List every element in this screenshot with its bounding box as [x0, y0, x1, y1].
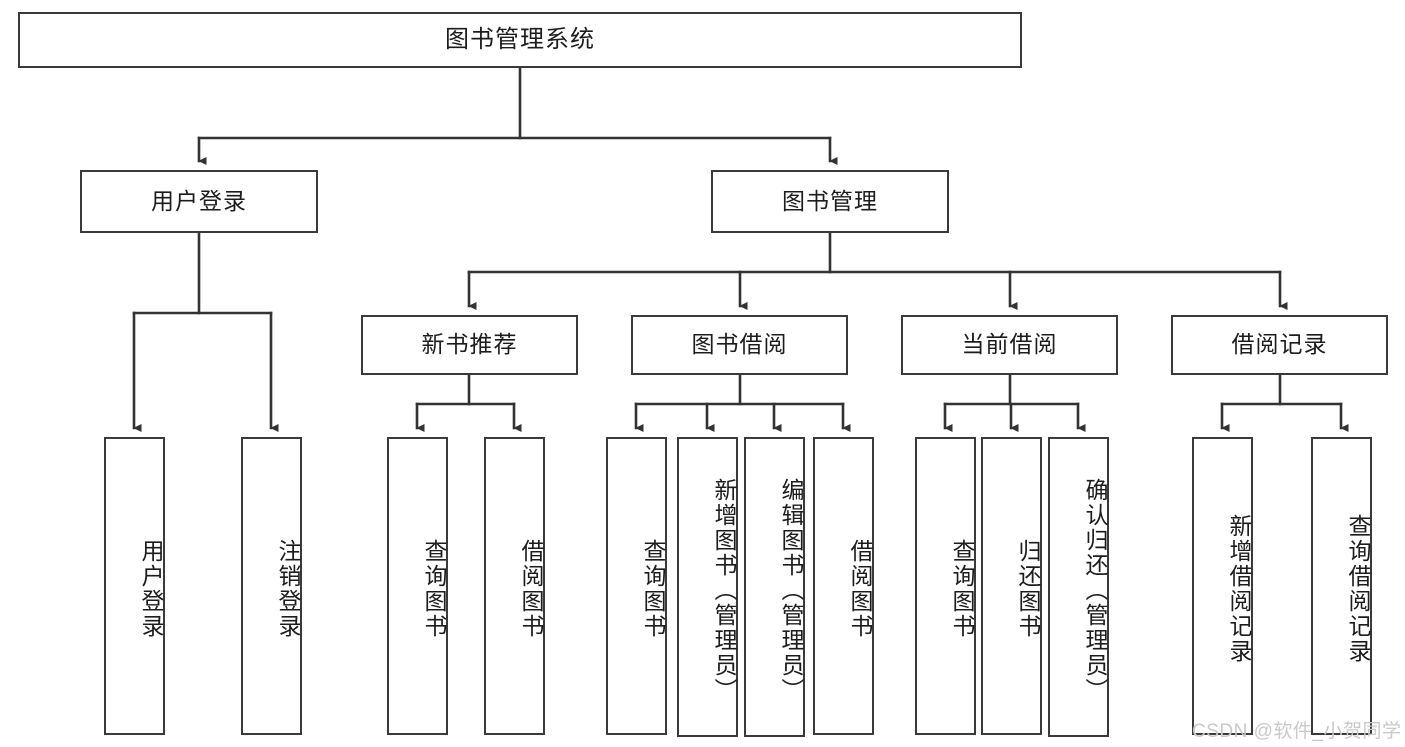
node-label: 用户登录 [138, 539, 164, 639]
node-book-borrow[interactable]: 图书借阅 [631, 315, 848, 375]
node-label: 查询图书 [949, 539, 975, 639]
node-label: 借阅记录 [1231, 331, 1328, 358]
node-label: 归还图书 [1015, 539, 1041, 639]
leaf-query-book-new[interactable]: 查询图书 [387, 437, 448, 735]
node-label: 图书管理 [782, 187, 878, 214]
node-label: 编辑图书（管理员） [778, 477, 804, 703]
node-label: 用户登录 [151, 187, 247, 214]
node-label: 图书管理系统 [445, 25, 595, 53]
csdn-watermark: CSDN @软件_小贺同学 [1192, 721, 1402, 742]
node-new-book-recommend[interactable]: 新书推荐 [361, 315, 578, 375]
node-label: 借阅图书 [518, 539, 544, 639]
leaf-borrow-book-new[interactable]: 借阅图书 [484, 437, 545, 735]
leaf-add-book-admin[interactable]: 新增图书（管理员） [677, 437, 738, 737]
leaf-confirm-return-admin[interactable]: 确认归还（管理员） [1048, 437, 1109, 737]
node-borrow-records[interactable]: 借阅记录 [1171, 315, 1388, 375]
node-label: 新增图书（管理员） [711, 477, 737, 703]
node-label: 新增借阅记录 [1226, 514, 1252, 664]
node-label: 注销登录 [275, 539, 301, 639]
node-label: 确认归还（管理员） [1082, 477, 1108, 703]
leaf-query-borrow-record[interactable]: 查询借阅记录 [1311, 437, 1372, 735]
leaf-return-book[interactable]: 归还图书 [981, 437, 1042, 735]
leaf-query-book-current[interactable]: 查询图书 [915, 437, 976, 735]
leaf-edit-book-admin[interactable]: 编辑图书（管理员） [744, 437, 805, 737]
leaf-add-borrow-record[interactable]: 新增借阅记录 [1192, 437, 1253, 735]
node-label: 图书借阅 [691, 331, 788, 358]
node-label: 当前借阅 [961, 331, 1058, 358]
node-root-system[interactable]: 图书管理系统 [18, 12, 1022, 68]
node-user-login[interactable]: 用户登录 [80, 170, 318, 233]
node-label: 查询图书 [421, 539, 447, 639]
node-book-management[interactable]: 图书管理 [711, 170, 949, 233]
leaf-borrow-book[interactable]: 借阅图书 [813, 437, 874, 735]
node-label: 借阅图书 [847, 539, 873, 639]
node-label: 查询图书 [640, 539, 666, 639]
leaf-user-logout[interactable]: 注销登录 [241, 437, 302, 735]
node-label: 查询借阅记录 [1345, 514, 1371, 664]
node-current-borrow[interactable]: 当前借阅 [901, 315, 1118, 375]
leaf-user-login[interactable]: 用户登录 [104, 437, 165, 735]
node-label: 新书推荐 [421, 331, 518, 358]
leaf-query-book-borrow[interactable]: 查询图书 [606, 437, 667, 735]
